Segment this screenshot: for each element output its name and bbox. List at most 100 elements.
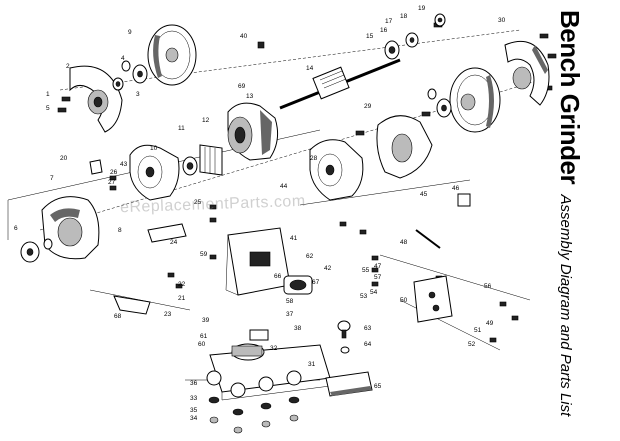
callout-53: 53 [360,293,368,300]
callout-14: 14 [306,65,314,72]
title-block: Bench Grinder Assembly Diagram and Parts… [548,0,620,441]
rubber-foot [325,371,373,397]
foot-pads [206,370,302,434]
callout-52: 52 [468,341,476,348]
callout-8: 8 [118,227,122,234]
base [209,343,331,401]
armature-shaft [279,58,401,110]
callout-21: 21 [178,295,186,302]
title-main: Bench Grinder [555,10,585,185]
tool-rest-left [113,295,151,315]
callout-63: 63 [364,325,372,332]
callout-46: 46 [452,185,460,192]
shaft-end-bearings [384,13,446,60]
callout-69: 69 [238,83,246,90]
callout-64: 64 [364,341,372,348]
callout-7: 7 [50,175,54,182]
callout-24: 24 [170,239,178,246]
switch-assembly [249,275,313,341]
spark-deflector [147,223,187,243]
callout-56: 56 [484,283,492,290]
callout-45: 45 [420,191,428,198]
callout-13: 13 [246,93,254,100]
callout-49: 49 [486,320,494,327]
left-end-bell [129,144,180,201]
callout-29: 29 [364,103,372,110]
callout-11: 11 [178,125,185,132]
right-flanges [427,88,452,118]
callout-57: 57 [374,274,382,281]
right-eye-shield [376,115,433,179]
callout-12: 12 [202,117,210,124]
power-cord-clamp [89,159,103,175]
callout-18: 18 [400,13,408,20]
callout-3: 3 [136,91,140,98]
callout-41: 41 [290,235,298,242]
support-bar [415,229,441,249]
right-wheel-guard [504,40,550,106]
callout-39: 39 [202,317,210,324]
callout-43: 43 [120,161,128,168]
clip [457,193,471,207]
callout-38: 38 [294,325,302,332]
callout-33: 33 [190,395,198,402]
callout-40: 40 [240,33,248,40]
callout-31: 31 [308,361,316,368]
knob [337,320,351,354]
callout-2: 2 [66,63,70,70]
callout-65: 65 [374,383,382,390]
callout-23: 23 [164,311,172,318]
callout-15: 15 [366,33,374,40]
tool-rest-right [413,275,453,323]
callout-48: 48 [400,239,408,246]
callout-17: 17 [385,18,393,25]
callout-27: 27 [108,179,116,186]
callout-labels: 1 2 3 4 5 6 7 8 9 10 11 12 13 14 15 16 1… [14,5,506,422]
callout-68: 68 [114,313,122,320]
callout-51: 51 [474,327,482,334]
callout-5: 5 [46,105,50,112]
callout-26: 26 [110,169,118,176]
switch-bracket [225,227,291,296]
callout-58: 58 [286,298,294,305]
callout-16: 16 [380,27,388,34]
callout-10: 10 [150,145,158,152]
right-end-bell [309,139,364,201]
callout-32: 32 [270,345,278,352]
callout-30: 30 [498,17,506,24]
callout-44: 44 [280,183,288,190]
callout-67: 67 [312,279,320,286]
left-eye-shield-housing [41,196,100,260]
left-washers [20,238,53,263]
left-wheel-guard [69,65,123,133]
callout-42: 42 [324,265,332,272]
title-subtitle: Assembly Diagram and Parts List [557,194,574,417]
callout-6: 6 [14,225,18,232]
callout-50: 50 [400,297,408,304]
callout-36: 36 [190,380,198,387]
callout-22: 22 [178,281,186,288]
callout-20: 20 [60,155,68,162]
motor-field-housing [227,102,279,161]
callout-1: 1 [46,91,50,98]
callout-59: 59 [200,251,208,258]
left-flanges [112,60,148,91]
callout-9: 9 [128,29,132,36]
callout-34: 34 [190,415,198,422]
callout-4: 4 [121,55,125,62]
callout-60: 60 [198,341,206,348]
callout-28: 28 [310,155,318,162]
bearing-and-fan [182,144,223,176]
callout-62: 62 [306,253,314,260]
callout-55: 55 [362,267,370,274]
title-rotated: Bench Grinder Assembly Diagram and Parts… [555,10,585,417]
callout-47: 47 [374,263,382,270]
callout-19: 19 [418,5,426,12]
callout-35: 35 [190,407,198,414]
callout-66: 66 [274,273,282,280]
right-grinding-wheel [449,67,501,133]
callout-54: 54 [370,289,378,296]
callout-25: 25 [194,199,202,206]
callout-61: 61 [200,333,208,340]
